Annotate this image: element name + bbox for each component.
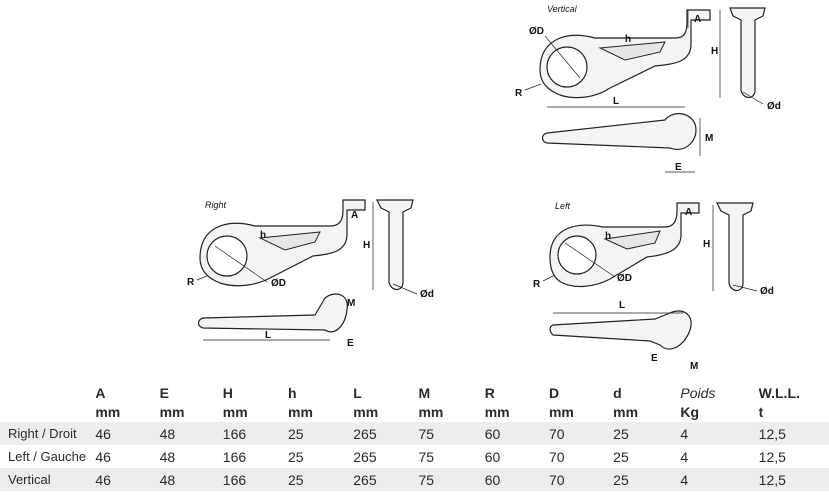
right-label-dia: ØD (271, 278, 286, 289)
right-label-H: H (363, 240, 370, 251)
cell-poids: 4 (680, 448, 689, 465)
header-wll: W.L.L.t (758, 385, 800, 420)
vertical-view: Vertical ØD h A R H Ød L M E (505, 0, 829, 180)
vertical-view-title: Vertical (547, 4, 578, 14)
left-side-profile (716, 202, 754, 292)
right-label-E: E (347, 338, 354, 349)
cell-L: 265 (353, 422, 419, 445)
left-plan-view (549, 310, 692, 350)
right-side-profile (376, 199, 414, 291)
vertical-label-a: A (694, 14, 701, 25)
right-label-M: M (347, 298, 355, 309)
right-label-L: L (265, 330, 271, 341)
cell-M: 75 (418, 448, 435, 465)
right-hook-eye (206, 235, 248, 277)
table-row-right: Right / Droit 46 48 166 25 265 75 60 70 … (0, 422, 829, 445)
cell-L: 265 (353, 468, 419, 491)
cell-R: 60 (484, 468, 549, 491)
right-label-d-small: Ød (420, 289, 434, 300)
cell-E: 48 (159, 448, 176, 465)
table-row-vertical: Vertical 46 48 166 25 265 75 60 70 25 4 … (0, 468, 829, 491)
cell-R: 60 (484, 448, 501, 465)
table-row-left: Left / Gauche 46 48 166 25 265 75 60 70 … (0, 445, 829, 468)
right-plan-view (197, 293, 348, 333)
vertical-label-d-small: Ød (767, 101, 781, 112)
cell-wll: 12,5 (758, 468, 829, 491)
cell-d: 25 (613, 448, 629, 465)
cell-A: 46 (95, 448, 111, 465)
vertical-plan-view (541, 113, 697, 150)
left-label-L: L (619, 300, 625, 311)
cell-h: 25 (288, 448, 304, 465)
cell-A: 46 (95, 422, 160, 445)
left-hook-eye (557, 235, 597, 275)
cell-M: 75 (418, 422, 485, 445)
left-label-E: E (651, 353, 658, 364)
left-view-title: Left (555, 201, 571, 211)
header-empty (0, 384, 95, 422)
cell-d: 25 (613, 468, 681, 491)
cell-L: 265 (353, 448, 377, 465)
left-label-M: M (690, 361, 698, 372)
cell-h: 25 (288, 468, 354, 491)
vertical-side-profile (729, 7, 766, 99)
cell-h: 25 (288, 422, 354, 445)
cell-wll: 12,5 (758, 448, 786, 465)
vertical-label-r: R (515, 88, 523, 99)
vertical-label-L: L (613, 96, 619, 107)
cell-d: 25 (613, 422, 681, 445)
left-label-h-small: h (605, 231, 611, 242)
right-view: Right h A R ØD H Ød L M E (185, 190, 440, 370)
cell-D: 70 (548, 468, 614, 491)
cell-H: 166 (222, 448, 247, 465)
left-hook-slot (603, 230, 661, 250)
left-label-r: R (533, 279, 541, 290)
left-label-a: A (685, 207, 692, 218)
row-label: Right / Droit (0, 422, 96, 445)
cell-A: 46 (95, 468, 160, 491)
cell-E: 48 (159, 422, 223, 445)
cell-E: 48 (159, 468, 223, 491)
row-label: Vertical (0, 468, 96, 491)
right-label-h-small: h (260, 230, 266, 241)
cell-poids: 4 (680, 468, 759, 491)
cell-R: 60 (484, 422, 549, 445)
cell-H: 166 (222, 422, 289, 445)
vertical-hook-slot (598, 41, 666, 61)
left-view: Left h A R ØD H Ød L E M (525, 195, 829, 380)
cell-wll: 12,5 (758, 422, 829, 445)
cell-D: 70 (548, 422, 614, 445)
row-label: Left / Gauche (8, 448, 87, 464)
vertical-label-E: E (675, 162, 682, 173)
vertical-label-H: H (711, 46, 718, 57)
cell-D: 70 (548, 448, 565, 465)
cell-M: 75 (418, 468, 485, 491)
right-label-a: A (351, 210, 358, 221)
right-hook-slot (258, 231, 321, 251)
vertical-label-h-small: h (625, 34, 631, 45)
right-label-r: R (187, 277, 195, 288)
cell-poids: 4 (680, 422, 759, 445)
left-label-H: H (703, 239, 710, 250)
vertical-label-M: M (705, 133, 713, 144)
vertical-hook-eye (546, 46, 588, 88)
left-label-dia: ØD (617, 273, 632, 284)
left-label-d-small: Ød (760, 286, 774, 297)
cell-H: 166 (222, 468, 289, 491)
right-view-title: Right (205, 200, 227, 210)
vertical-label-dia: ØD (529, 26, 544, 37)
